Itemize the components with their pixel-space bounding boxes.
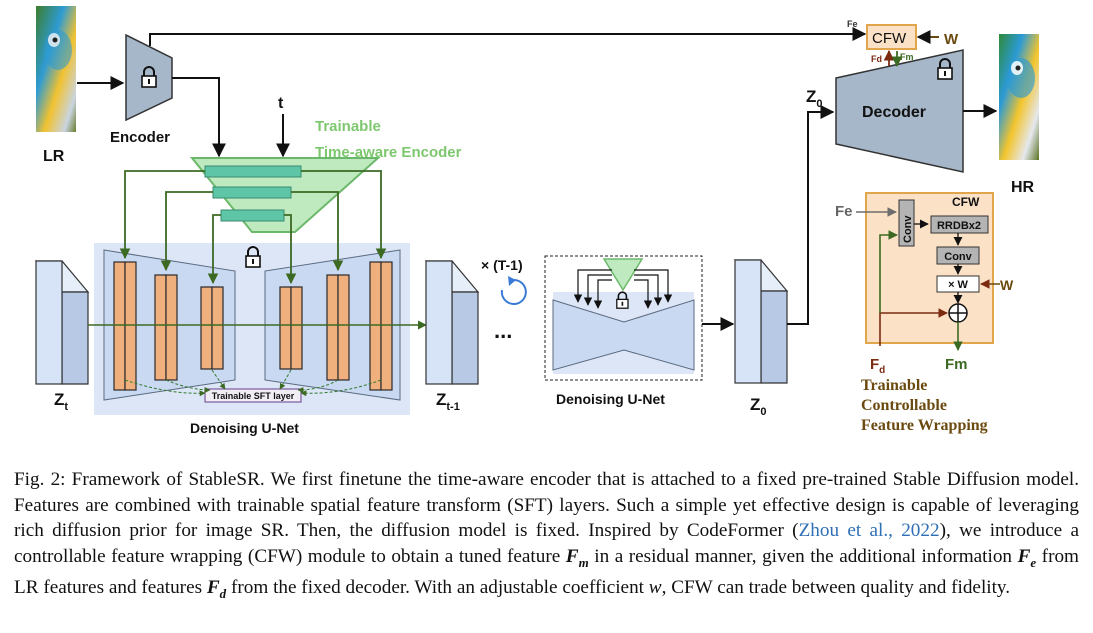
decoder-label: Decoder bbox=[862, 104, 926, 121]
unet2-label: Denoising U-Net bbox=[556, 391, 665, 407]
hr-image bbox=[999, 34, 1039, 160]
dots-label: ... bbox=[494, 318, 512, 343]
feature-arrows bbox=[119, 170, 387, 285]
unet2-arrows bbox=[573, 269, 673, 309]
trainable-encoder-label-1: Trainable bbox=[315, 118, 381, 135]
cfw-rrdb-block bbox=[930, 215, 989, 234]
encoder-feature-bar bbox=[204, 165, 302, 178]
unet-lock-icon bbox=[245, 246, 261, 268]
zt-label: Zt bbox=[54, 390, 68, 413]
tcfw-label-1: Trainable bbox=[861, 377, 927, 394]
decoder-block bbox=[835, 49, 964, 173]
cfw-top-box bbox=[866, 24, 917, 50]
tcfw-label-3: Feature Wrapping bbox=[861, 417, 988, 434]
trainable-encoder-label-2: Time-aware Encoder bbox=[315, 144, 462, 161]
z0-top-label: Z0 bbox=[806, 87, 823, 110]
cfw-rrdb-label: RRDBx2 bbox=[937, 220, 981, 232]
cfw-conv-label: Conv bbox=[944, 251, 972, 263]
t-label: t bbox=[278, 95, 284, 112]
lr-label: LR bbox=[43, 148, 65, 165]
zt1-label: Zt-1 bbox=[436, 390, 460, 413]
unet-label: Denoising U-Net bbox=[190, 420, 299, 436]
fm-top-label: Fm bbox=[900, 52, 914, 62]
encoder-feature-bar bbox=[212, 186, 292, 199]
sft-label: Trainable SFT layer bbox=[212, 391, 295, 401]
cfw-fm-label: Fm bbox=[945, 356, 968, 373]
unet2-encoder bbox=[602, 258, 644, 292]
lock-icon bbox=[141, 66, 157, 88]
sft-arrows bbox=[124, 369, 382, 397]
unet2-shape bbox=[552, 299, 695, 371]
encoder-feature-bar bbox=[220, 209, 285, 222]
encoder-label: Encoder bbox=[110, 129, 170, 146]
w-top-label: W bbox=[944, 31, 959, 48]
unet-feature-columns bbox=[113, 261, 393, 391]
arrow-encoder-cfw bbox=[149, 27, 867, 46]
cfw-conv-vertical bbox=[898, 199, 915, 247]
stablesr-framework-diagram: LR Encoder Fe t Trainable Time-aware Enc… bbox=[34, 6, 1039, 436]
lr-image bbox=[36, 6, 76, 132]
repeat-label: × (T-1) bbox=[481, 257, 523, 273]
z0-latent bbox=[733, 259, 789, 384]
cfw-add-icon bbox=[948, 303, 968, 323]
arrow-encoder-taencoder bbox=[172, 77, 226, 158]
arrow-fd-conv bbox=[879, 230, 898, 313]
decoder-lock-icon bbox=[937, 58, 953, 80]
tcfw-label-2: Controllable bbox=[861, 397, 947, 414]
unet2-lock-icon bbox=[616, 291, 629, 309]
z0-label: Z0 bbox=[750, 395, 767, 418]
citation-link[interactable]: Zhou et al., 2022 bbox=[798, 520, 940, 542]
cfw-fe-label: Fe bbox=[835, 203, 853, 220]
cfw-conv-vertical-label: Conv bbox=[902, 215, 914, 243]
fe-top-label: Fe bbox=[847, 19, 858, 29]
hr-label: HR bbox=[1011, 179, 1035, 196]
cfw-xw-label: × W bbox=[948, 279, 968, 291]
cfw-fd-label: Fd bbox=[870, 356, 885, 376]
figure-caption: Fig. 2: Framework of StableSR. We first … bbox=[14, 469, 1079, 602]
zt1-latent bbox=[424, 260, 480, 385]
cfw-w-label: W bbox=[1000, 277, 1014, 293]
arrow-z0-decoder bbox=[787, 105, 835, 325]
cfw-top-label: CFW bbox=[872, 30, 907, 47]
loop-icon bbox=[500, 276, 527, 305]
fd-top-label: Fd bbox=[871, 54, 882, 64]
cfw-box-title: CFW bbox=[952, 195, 980, 209]
zt-latent bbox=[34, 260, 90, 385]
